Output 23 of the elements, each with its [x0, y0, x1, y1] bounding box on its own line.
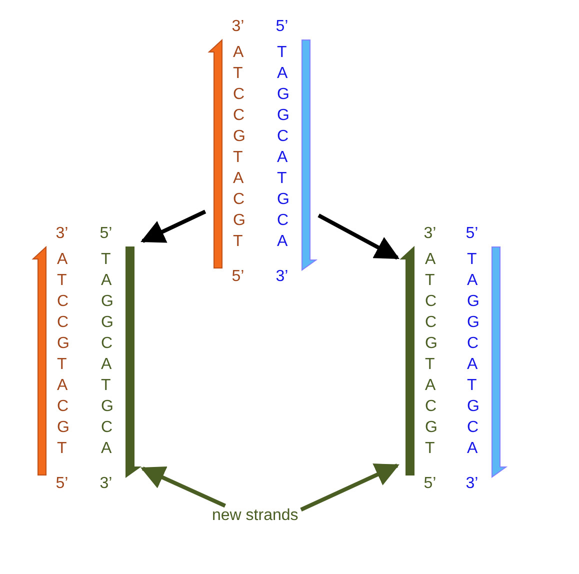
strand-end-label: 3’	[464, 475, 480, 493]
base-sequence: T A G G C A T G C A	[467, 250, 476, 459]
strand-end-label: 3’	[274, 268, 290, 286]
strand-end-label: 5’	[274, 18, 290, 36]
strand-end-label: 3’	[230, 18, 246, 36]
strand-end-label: 3’	[422, 225, 438, 243]
caption-text: new strands	[212, 507, 298, 525]
strand-end-label: 5’	[98, 225, 114, 243]
strand-end-label: 3’	[54, 225, 70, 243]
arrow	[318, 214, 400, 260]
base-sequence: T A G G C A T G C A	[101, 250, 110, 459]
base-sequence: A T C C G T A C G T	[425, 250, 434, 459]
base-sequence: A T C C G T A C G T	[57, 250, 66, 459]
arrow	[300, 464, 400, 512]
strand-end-label: 5’	[422, 475, 438, 493]
base-sequence: A T C C G T A C G T	[233, 43, 242, 252]
base-sequence: T A G G C A T G C A	[277, 43, 286, 252]
strand-end-label: 5’	[54, 475, 70, 493]
strand-end-label: 3’	[98, 475, 114, 493]
strand-end-label: 5’	[230, 268, 246, 286]
strand-end-label: 5’	[464, 225, 480, 243]
arrow	[140, 466, 226, 508]
arrow	[140, 210, 206, 243]
